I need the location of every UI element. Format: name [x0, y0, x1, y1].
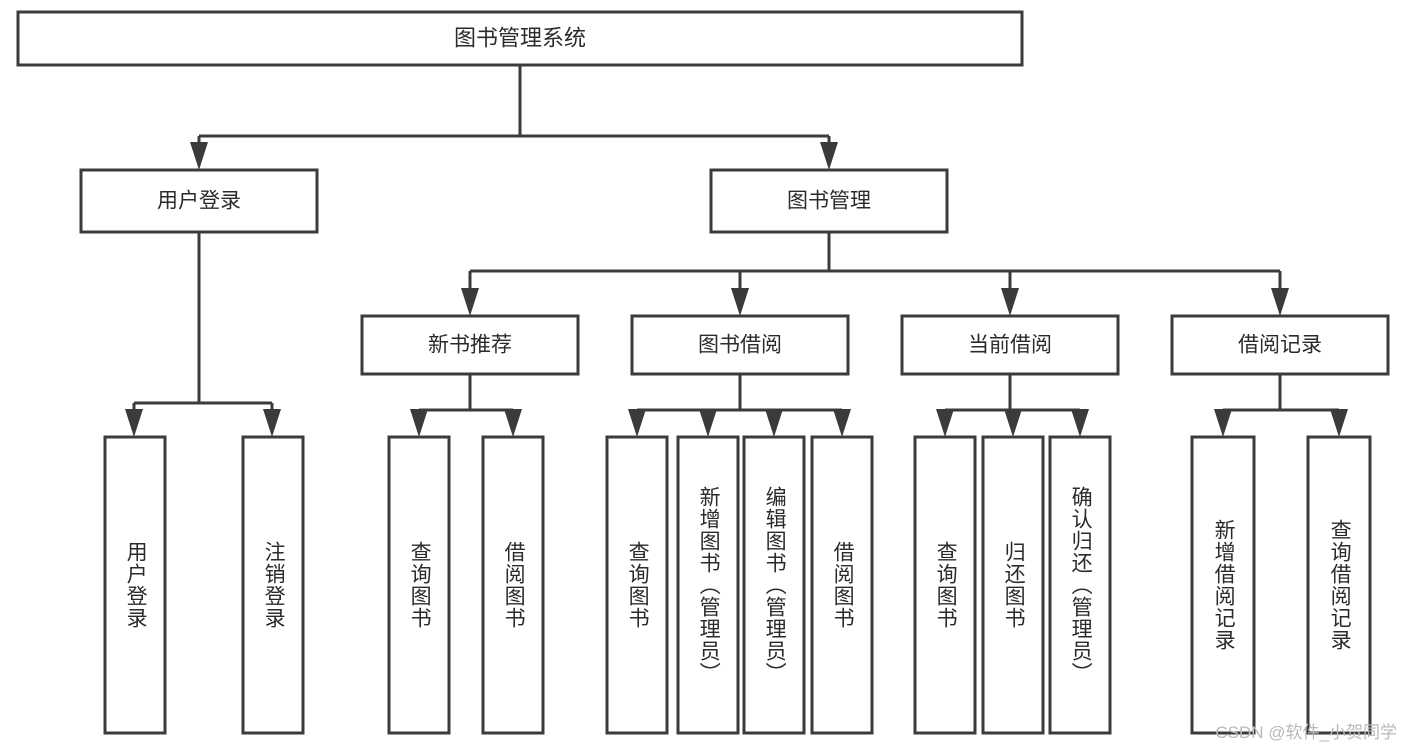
node-leaf-11-box[interactable] — [1190, 435, 1256, 735]
node-leaf-0-box[interactable] — [103, 435, 167, 735]
boxes-layer — [16, 10, 1390, 735]
connector-borrow-to-leaves — [628, 374, 851, 437]
node-leaf-3-box[interactable] — [481, 435, 545, 735]
arrow-head-icon — [1271, 288, 1289, 316]
connector-root-to-level2 — [190, 65, 838, 170]
connector-current-borrow-to-leaves — [936, 374, 1089, 437]
node-level3-0-box[interactable] — [360, 314, 580, 376]
connector-book-mgmt-to-level3 — [461, 232, 1289, 316]
node-leaf-7-box[interactable] — [810, 435, 874, 735]
arrow-head-icon — [410, 409, 428, 437]
arrow-head-icon — [765, 409, 783, 437]
arrow-head-icon — [628, 409, 646, 437]
node-level3-2-box[interactable] — [900, 314, 1120, 376]
arrow-head-icon — [699, 409, 717, 437]
connector-user-login-to-leaves — [125, 232, 281, 437]
arrow-head-icon — [263, 409, 281, 437]
node-leaf-5-box[interactable] — [676, 435, 740, 735]
arrow-head-icon — [820, 142, 838, 170]
node-level2-1-box[interactable] — [709, 168, 949, 234]
arrow-head-icon — [1004, 409, 1022, 437]
node-level3-0-label: 新书推荐 — [428, 334, 512, 357]
arrow-head-icon — [1214, 409, 1232, 437]
arrow-head-icon — [190, 142, 208, 170]
node-level2-0-label: 用户登录 — [157, 190, 241, 213]
node-leaf-1-box[interactable] — [241, 435, 305, 735]
node-root-0-box[interactable] — [16, 10, 1024, 67]
node-level3-3-label: 借阅记录 — [1238, 334, 1322, 357]
connector-borrow-record-to-leaves — [1214, 374, 1348, 437]
node-leaf-6-box[interactable] — [742, 435, 806, 735]
node-leaf-12-box[interactable] — [1306, 435, 1372, 735]
connector-new-book-to-leaves — [410, 374, 522, 437]
node-level2-0-box[interactable] — [79, 168, 319, 234]
node-leaf-8-box[interactable] — [913, 435, 977, 735]
node-leaf-2-box[interactable] — [387, 435, 451, 735]
node-root-0-label: 图书管理系统 — [454, 25, 586, 50]
node-leaf-10-box[interactable] — [1048, 435, 1112, 735]
arrow-head-icon — [1071, 409, 1089, 437]
csdn-watermark: CSDN @软件_小贺同学 — [1215, 723, 1397, 742]
node-leaf-9-box[interactable] — [981, 435, 1045, 735]
arrow-head-icon — [1330, 409, 1348, 437]
arrow-head-icon — [833, 409, 851, 437]
node-level2-1-label: 图书管理 — [787, 190, 871, 213]
node-level3-1-label: 图书借阅 — [698, 334, 782, 357]
arrow-head-icon — [936, 409, 954, 437]
edges-layer — [125, 65, 1348, 437]
arrow-head-icon — [125, 409, 143, 437]
arrow-head-icon — [461, 288, 479, 316]
arrow-head-icon — [1001, 288, 1019, 316]
node-level3-1-box[interactable] — [630, 314, 850, 376]
node-level3-3-box[interactable] — [1170, 314, 1390, 376]
node-level3-2-label: 当前借阅 — [968, 334, 1052, 357]
node-leaf-4-box[interactable] — [605, 435, 669, 735]
arrow-head-icon — [504, 409, 522, 437]
arrow-head-icon — [731, 288, 749, 316]
